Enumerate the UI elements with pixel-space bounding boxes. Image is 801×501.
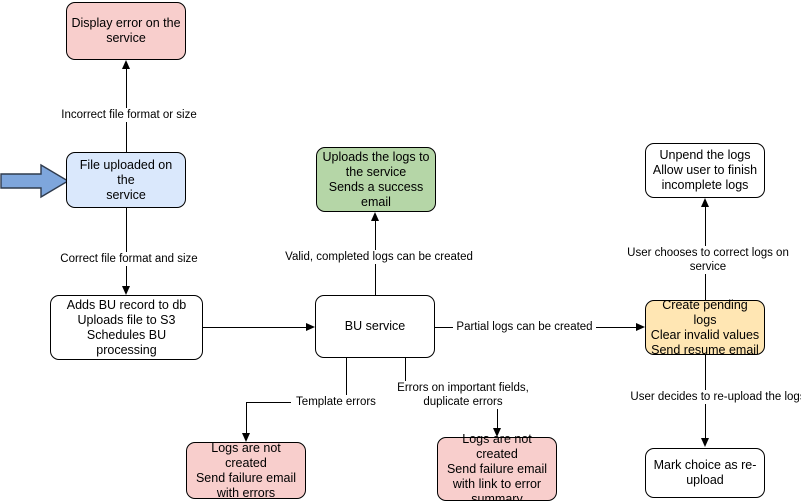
node-create-pending-logs[interactable]: Create pending logs Clear invalid values… [645, 298, 765, 357]
arrowhead-display-error [122, 60, 130, 69]
edge-label-valid-completed-logs: Valid, completed logs can be created [278, 250, 480, 264]
edge-label-user-chooses-correct-logs: User chooses to correct logs on service [605, 246, 801, 274]
edge-label-user-decides-reupload: User decides to re-upload the logs [620, 390, 801, 404]
edge-errors-important-seg2 [497, 409, 498, 429]
arrowhead-create-pending-logs [636, 322, 645, 331]
arrowhead-bu-service [306, 322, 315, 331]
node-file-uploaded-on-service[interactable]: File uploaded on the service [66, 152, 186, 208]
arrowhead-adds-bu-record [122, 286, 130, 295]
edge-adds-bu-record-to-bu-service [203, 327, 307, 328]
arrowhead-unpend-logs [701, 198, 709, 207]
node-adds-bu-record[interactable]: Adds BU record to db Uploads file to S3 … [50, 295, 203, 360]
edge-label-errors-on-important-fields: Errors on important fields, duplicate er… [391, 381, 535, 409]
edge-label-partial-logs: Partial logs can be created [453, 320, 596, 334]
node-display-error[interactable]: Display error on the service [66, 2, 186, 60]
arrowhead-logs-not-created-template [242, 433, 250, 442]
entry-block-arrow-icon [0, 163, 70, 199]
edge-label-incorrect-file-format: Incorrect file format or size [56, 108, 202, 122]
node-bu-service[interactable]: BU service [315, 295, 435, 358]
node-logs-not-created-error-summary[interactable]: Logs are not created Send failure email … [437, 432, 557, 501]
node-unpend-the-logs[interactable]: Unpend the logs Allow user to finish inc… [645, 143, 765, 198]
edge-label-correct-file-format: Correct file format and size [56, 252, 202, 266]
arrowhead-mark-choice-reupload [701, 438, 709, 447]
arrowhead-logs-not-created-summary [493, 428, 501, 437]
edge-template-errors-seg3 [246, 402, 247, 434]
node-logs-not-created-template-errors[interactable]: Logs are not created Send failure email … [186, 441, 306, 500]
edge-template-errors-seg1 [346, 358, 347, 402]
node-mark-choice-as-reupload[interactable]: Mark choice as re- upload [645, 448, 765, 498]
edge-label-template-errors: Template errors [291, 395, 381, 409]
edge-errors-important-seg1 [405, 358, 406, 381]
node-uploads-logs-success[interactable]: Uploads the logs to the service Sends a … [316, 147, 436, 212]
arrowhead-uploads-logs [371, 212, 379, 221]
edge-file-uploaded-to-adds-bu-record [126, 208, 127, 287]
